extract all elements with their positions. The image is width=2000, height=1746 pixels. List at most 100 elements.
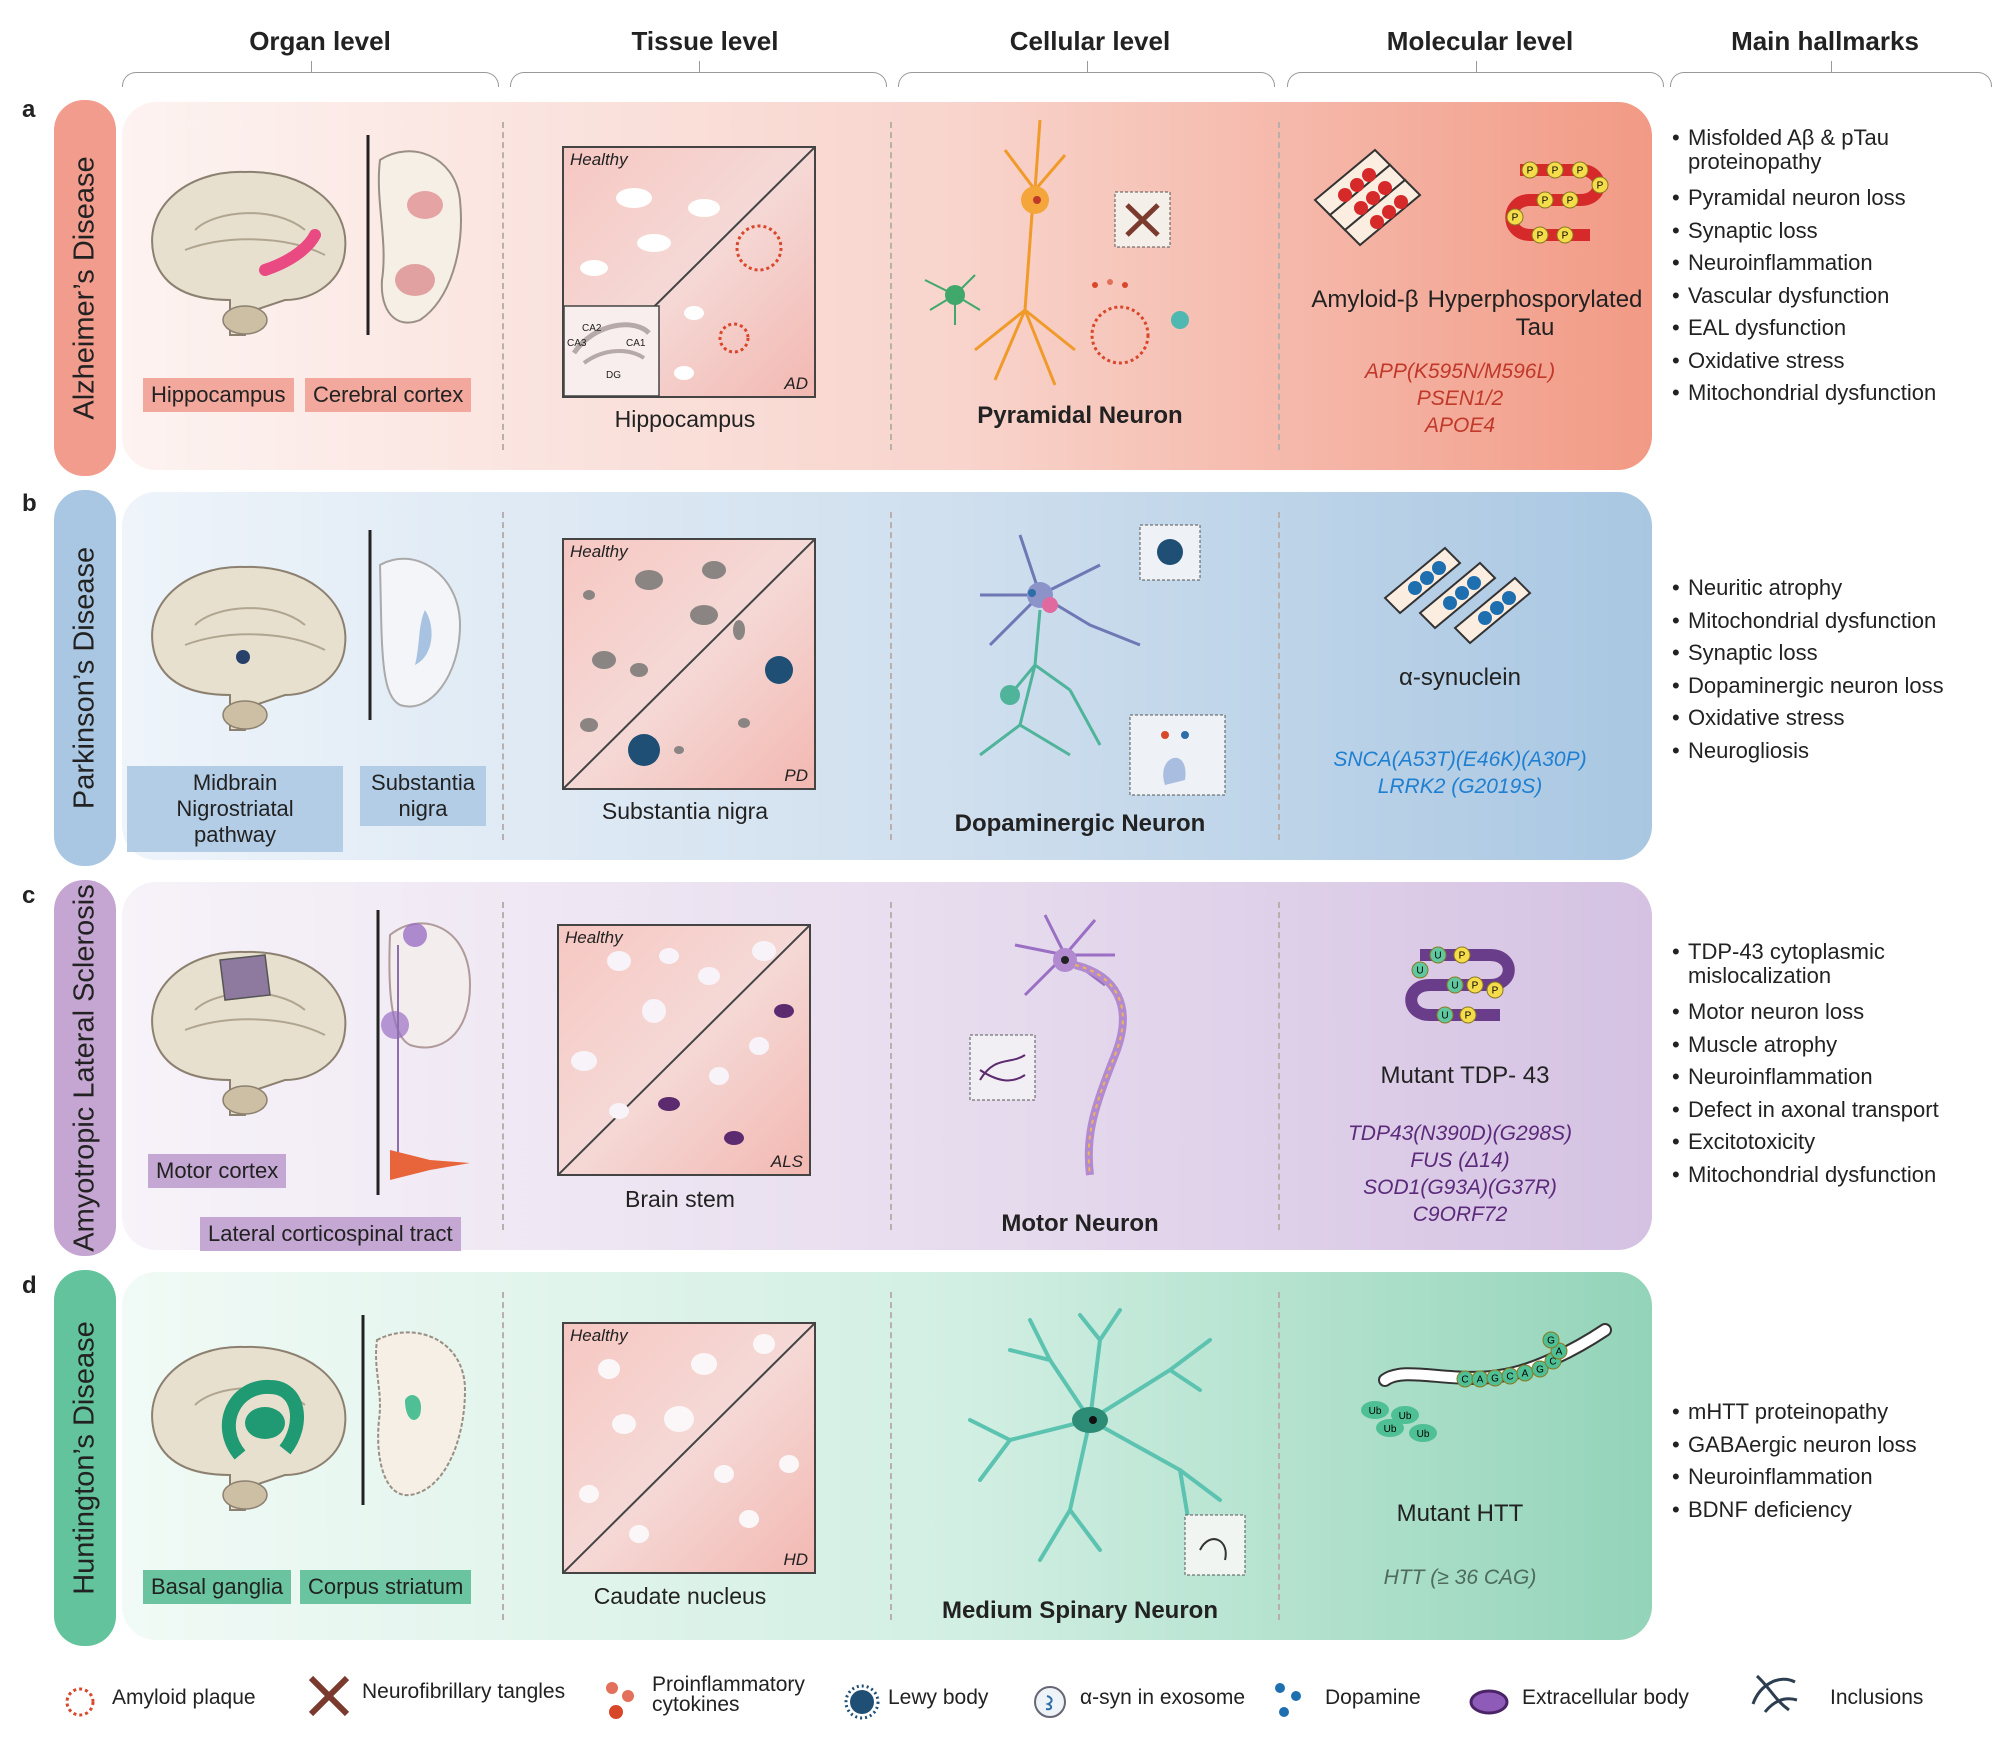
brace-hallmarks: [1670, 61, 1992, 87]
hallmark-item: Dopaminergic neuron loss: [1672, 670, 1992, 703]
cytokines-icon: [606, 1682, 634, 1719]
cag-bead-mark: [1531, 1360, 1549, 1378]
hallmark-item: Mitochondrial dysfunction: [1672, 1159, 1992, 1192]
phosphate-label: P: [1492, 986, 1499, 997]
molecule-name: Mutant HTT: [1396, 1500, 1524, 1527]
tangles-icon: [308, 1675, 350, 1717]
cag-bead-label: A: [1556, 1347, 1563, 1358]
alpha-synuclein-illustration: [1383, 546, 1532, 645]
organ-tag: Lateral corticospinal tract: [200, 1217, 461, 1251]
sidebar-alzheimers: Alzheimer’s Disease: [54, 100, 116, 476]
ubiquitin-label: U: [1441, 1011, 1448, 1022]
brain-illustration: [151, 950, 347, 1116]
phosphate-label: P: [1567, 196, 1574, 207]
legend-label: Proinflammatory cytokines: [652, 1673, 805, 1716]
phosphate-mark: [1521, 161, 1539, 179]
row-letter-a: a: [22, 96, 36, 123]
brace-cellular: [898, 61, 1275, 87]
pyramidal-neuron-illustration: [924, 119, 1189, 386]
sidebar-huntingtons: Huntington’s Disease: [54, 1270, 116, 1646]
phosphate-mark: [1459, 1006, 1477, 1024]
organ-tag: Midbrain Nigrostriatal pathway: [127, 766, 343, 852]
hallmark-item: Neuroinflammation: [1672, 1061, 1992, 1094]
hallmark-item: Excitotoxicity: [1672, 1126, 1992, 1159]
ubiquitin-label: Ub: [1384, 1424, 1397, 1435]
ubiquitin-mark: [1429, 946, 1447, 964]
gene-item: APOE4: [1424, 414, 1496, 437]
tissue-caption: Brain stem: [625, 1186, 735, 1212]
molecule-name: α-synuclein: [1399, 664, 1521, 691]
hallmark-item: Defect in axonal transport: [1672, 1094, 1992, 1127]
inset-label: DG: [606, 370, 621, 381]
motor-neuron-illustration: [969, 914, 1127, 1176]
hallmark-item: mHTT proteinopathy: [1672, 1396, 1992, 1429]
cag-bead-mark: [1542, 1331, 1560, 1349]
ubiquitin-label: Ub: [1417, 1429, 1430, 1440]
tissue-healthy-label: Healthy: [565, 928, 623, 947]
header-organ: Organ level: [249, 26, 391, 56]
ubiquitin-label: Ub: [1369, 1406, 1382, 1417]
hallmark-item: Oxidative stress: [1672, 345, 1972, 378]
phosphate-mark: [1556, 226, 1574, 244]
phosphate-mark: [1561, 191, 1579, 209]
neuron-name: Pyramidal Neuron: [977, 402, 1183, 429]
phosphate-label: P: [1552, 166, 1559, 177]
hallmark-item: Motor neuron loss: [1672, 996, 1992, 1029]
phosphate-mark: [1536, 191, 1554, 209]
disease-label: Parkinson’s Disease: [68, 546, 101, 810]
organ-tag: Substantia nigra: [360, 766, 486, 826]
legend-label: Amyloid plaque: [112, 1686, 256, 1709]
cag-bead-label: G: [1491, 1374, 1499, 1385]
row-letter-d: d: [22, 1272, 37, 1299]
amyloid-plaque-icon: [65, 1687, 95, 1717]
hallmark-item: Misfolded Aβ & pTau proteinopathy: [1672, 126, 1972, 174]
tissue-disease-label: HD: [783, 1550, 808, 1569]
cag-bead-label: C: [1461, 1375, 1468, 1386]
inset-label: CA1: [626, 338, 646, 349]
ubiquitin-label: U: [1434, 951, 1441, 962]
cortex-section: [366, 135, 462, 335]
ubiquitin-label: Ub: [1399, 1411, 1412, 1422]
phosphate-label: P: [1465, 1011, 1472, 1022]
gene-item: C9ORF72: [1412, 1203, 1508, 1226]
hallmark-item: EAL dysfunction: [1672, 312, 1972, 345]
phosphate-label: P: [1459, 951, 1466, 962]
phosphate-mark: [1506, 208, 1524, 226]
ubiquitin-mark: [1436, 1006, 1454, 1024]
tissue-caption: Hippocampus: [614, 406, 756, 432]
cag-bead-label: G: [1547, 1336, 1555, 1347]
tissue-disease-label: AD: [784, 374, 808, 393]
corticospinal-tract-illustration: [376, 910, 472, 1195]
disease-label: Huntington’s Disease: [68, 1321, 101, 1595]
hallmark-item: Muscle atrophy: [1672, 1029, 1992, 1062]
hallmark-item: Mitochondrial dysfunction: [1672, 605, 1992, 638]
legend-label: Dopamine: [1325, 1686, 1421, 1709]
dopaminergic-neuron-illustration: [979, 524, 1226, 796]
tissue-healthy-label: Healthy: [570, 1326, 628, 1345]
organ-tag: Basal ganglia: [143, 1570, 292, 1604]
gene-item: SOD1(G93A)(G37R): [1363, 1176, 1557, 1199]
gene-item: TDP43(N390D)(G298S): [1347, 1122, 1573, 1145]
hallmark-item: Neuroinflammation: [1672, 247, 1972, 280]
gene-item: HTT (≥ 36 CAG): [1383, 1566, 1537, 1589]
ubiquitin-tag: [1361, 1401, 1389, 1419]
hallmark-item: Neuroinflammation: [1672, 1461, 1992, 1494]
disease-label: Alzheimer’s Disease: [68, 156, 101, 420]
cag-bead-label: C: [1506, 1372, 1513, 1383]
ubiquitin-label: U: [1416, 966, 1423, 977]
ubiquitin-tag: [1409, 1424, 1437, 1442]
brace-tissue: [510, 61, 887, 87]
legend-label: Inclusions: [1830, 1686, 1924, 1709]
hallmarks-list: Neuritic atrophy Mitochondrial dysfuncti…: [1672, 572, 1992, 767]
inclusions-icon: [1751, 1674, 1798, 1713]
phosphate-label: P: [1542, 196, 1549, 207]
tissue-panel-ad: Healthy AD CA2 CA3 CA1 DG: [562, 146, 816, 398]
gene-list: SNCA(A53T)(E46K)(A30P) LRRK2 (G2019S): [1290, 746, 1630, 800]
row-letter-c: c: [22, 882, 36, 909]
hallmark-item: Vascular dysfunction: [1672, 280, 1972, 313]
tissue-caption: Substantia nigra: [601, 798, 769, 824]
hallmarks-list: TDP-43 cytoplasmic mislocalization Motor…: [1672, 940, 1992, 1191]
phosphate-mark: [1591, 176, 1609, 194]
